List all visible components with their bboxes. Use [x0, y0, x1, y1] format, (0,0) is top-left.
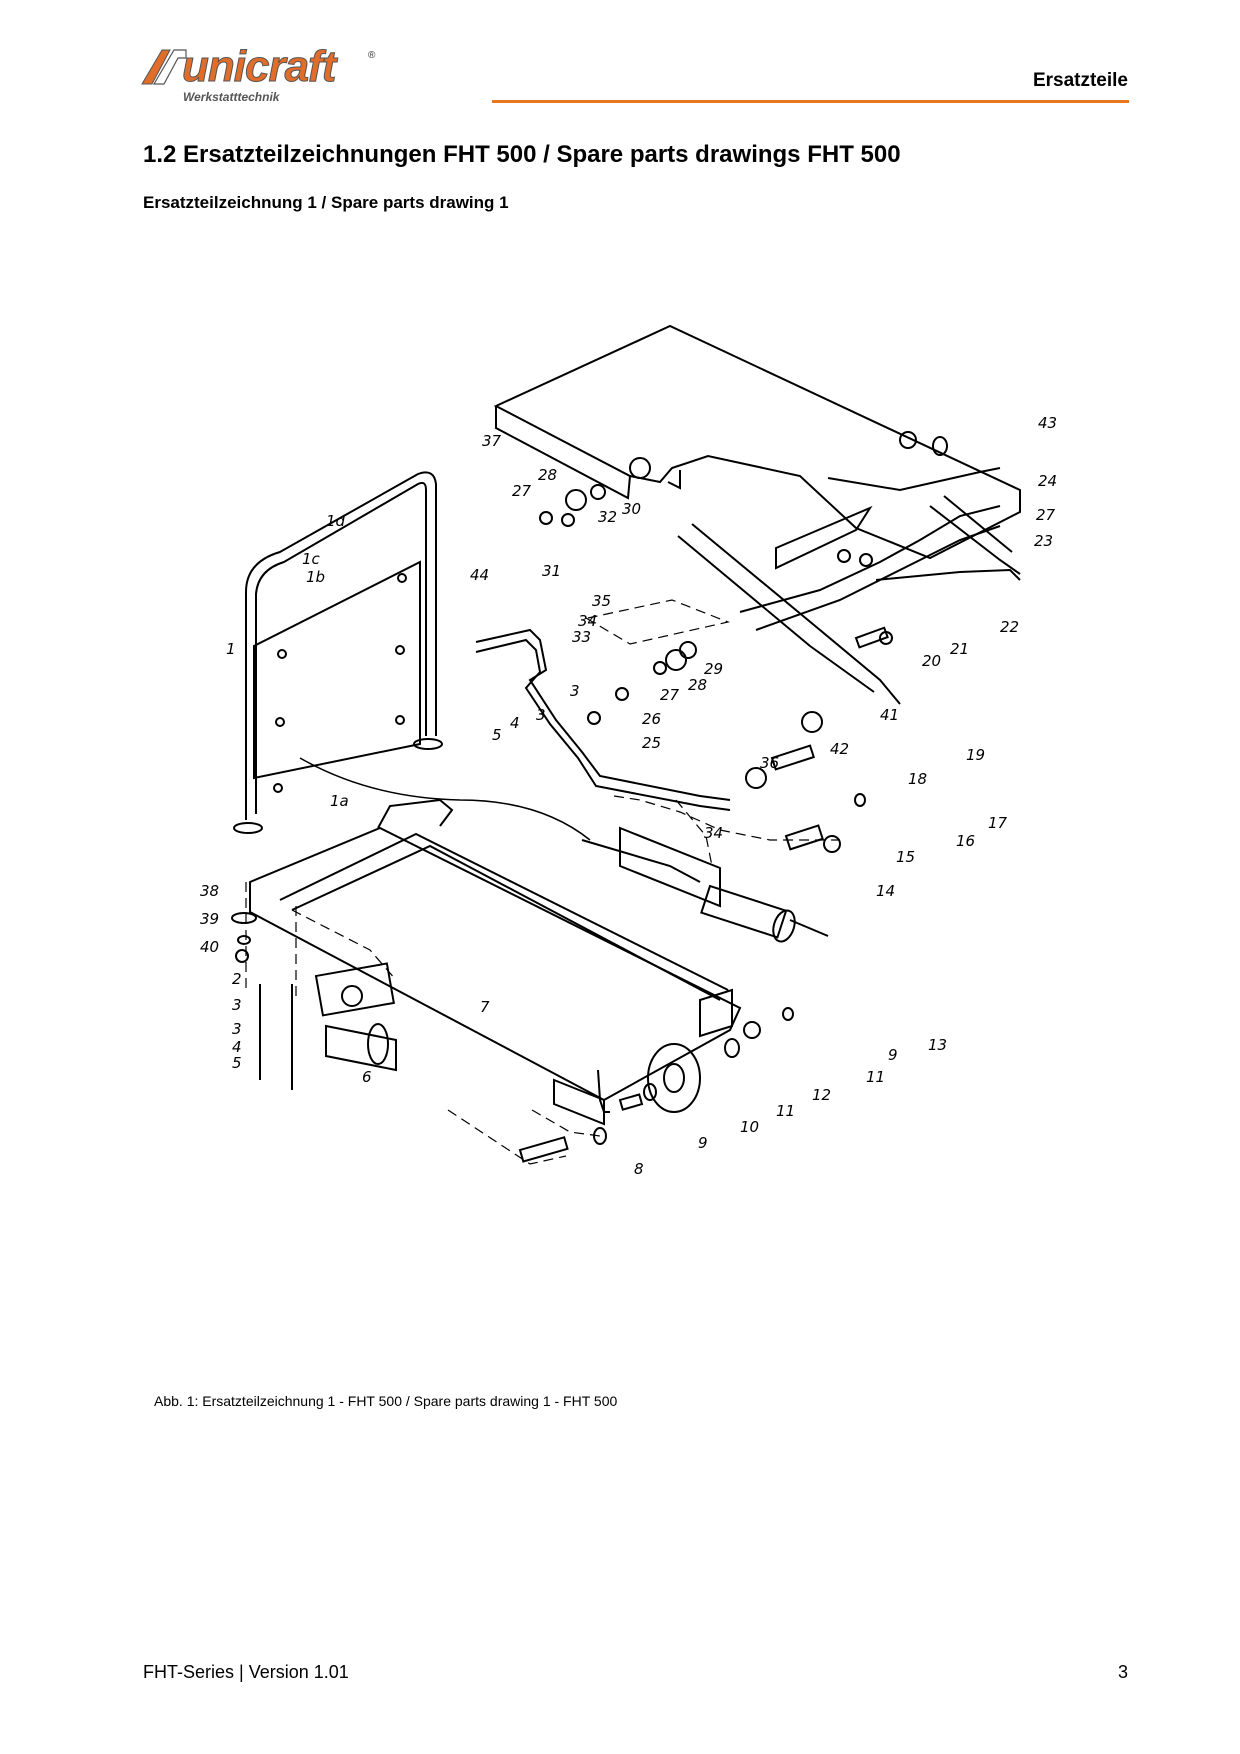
- part-label-8: 8: [634, 1160, 644, 1178]
- figure-caption: Abb. 1: Ersatzteilzeichnung 1 - FHT 500 …: [154, 1393, 618, 1409]
- part-label-35: 35: [592, 592, 611, 610]
- part-label-40: 40: [200, 938, 219, 956]
- part-label-2: 2: [232, 970, 242, 988]
- part-label-22: 22: [1000, 618, 1019, 636]
- spare-parts-drawing: 37 27 28 32 30 43 24 27 23 22 21 20 1d 1…: [200, 324, 1057, 1178]
- part-label-28a: 28: [538, 466, 557, 484]
- section-title: 1.2 Ersatzteilzeichnungen FHT 500 / Spar…: [143, 141, 901, 168]
- hydraulic-cylinder-part: [619, 826, 721, 908]
- part-label-30: 30: [622, 500, 641, 518]
- part-label-1c: 1c: [302, 550, 321, 568]
- part-label-12: 12: [812, 1086, 831, 1104]
- part-label-20: 20: [922, 652, 941, 670]
- part-label-44: 44: [470, 566, 489, 584]
- part-label-27b: 27: [1036, 506, 1056, 524]
- part-label-26: 26: [642, 710, 661, 728]
- part-label-16: 16: [956, 832, 975, 850]
- brand-registered-mark: ®: [368, 50, 376, 61]
- part-label-19: 19: [966, 746, 985, 764]
- page-number: 3: [1117, 1662, 1128, 1682]
- drawing-subtitle: Ersatzteilzeichnung 1 / Spare parts draw…: [143, 193, 509, 212]
- brand-logo: unicraft ® Werkstatttechnik: [140, 42, 380, 104]
- part-label-5a: 5: [492, 726, 502, 744]
- part-label-17: 17: [988, 814, 1008, 832]
- part-label-1: 1: [226, 640, 236, 658]
- part-label-29: 29: [704, 660, 723, 678]
- part-label-3b: 3: [536, 706, 546, 724]
- part-label-39: 39: [200, 910, 219, 928]
- part-label-9a: 9: [888, 1046, 898, 1064]
- part-label-11a: 11: [866, 1068, 885, 1086]
- part-label-34a: 34: [578, 612, 597, 630]
- part-label-32: 32: [598, 508, 617, 526]
- brand-name: unicraft: [181, 42, 336, 92]
- part-label-43: 43: [1038, 414, 1057, 432]
- logo-mark-icon: [141, 49, 187, 85]
- part-label-36: 36: [760, 754, 779, 772]
- part-label-27a: 27: [512, 482, 532, 500]
- part-label-27c: 27: [660, 686, 680, 704]
- part-label-38: 38: [200, 882, 219, 900]
- part-label-41: 41: [880, 706, 899, 724]
- part-label-4a: 4: [510, 714, 520, 732]
- part-label-34b: 34: [704, 824, 723, 842]
- part-label-14: 14: [876, 882, 895, 900]
- part-label-18: 18: [908, 770, 927, 788]
- part-label-24: 24: [1038, 472, 1057, 490]
- base-frame-part: [249, 826, 742, 1102]
- part-number-labels: 37 27 28 32 30 43 24 27 23 22 21 20 1d 1…: [200, 414, 1057, 1178]
- part-label-25: 25: [642, 734, 661, 752]
- part-label-1d: 1d: [326, 512, 346, 530]
- part-label-1b: 1b: [306, 568, 325, 586]
- brand-subtitle: Werkstatttechnik: [183, 90, 280, 104]
- part-label-15: 15: [896, 848, 915, 866]
- part-label-23: 23: [1034, 532, 1053, 550]
- part-label-5b: 5: [232, 1054, 242, 1072]
- part-label-1a: 1a: [330, 792, 349, 810]
- part-label-6: 6: [362, 1068, 372, 1086]
- handle-frame-part: [245, 471, 437, 820]
- part-label-3c: 3: [232, 996, 242, 1014]
- part-label-21: 21: [950, 640, 969, 658]
- footer-series-version: FHT-Series | Version 1.01: [143, 1662, 349, 1682]
- part-label-31: 31: [542, 562, 561, 580]
- part-label-37: 37: [482, 432, 502, 450]
- part-label-4b: 4: [232, 1038, 242, 1056]
- part-label-33: 33: [572, 628, 591, 646]
- header-divider: [492, 100, 1129, 103]
- part-label-42: 42: [830, 740, 849, 758]
- table-top-part: [493, 324, 1021, 560]
- part-label-11b: 11: [776, 1102, 795, 1120]
- part-label-28b: 28: [688, 676, 707, 694]
- part-label-3a: 3: [570, 682, 580, 700]
- part-label-13: 13: [928, 1036, 947, 1054]
- part-label-7: 7: [480, 998, 490, 1016]
- wheel-part: [647, 1043, 701, 1113]
- part-label-9b: 9: [698, 1134, 708, 1152]
- header-section-label: Ersatzteile: [1032, 70, 1128, 91]
- caster-part: [314, 962, 396, 1017]
- part-label-10: 10: [740, 1118, 759, 1136]
- part-label-3d: 3: [232, 1020, 242, 1038]
